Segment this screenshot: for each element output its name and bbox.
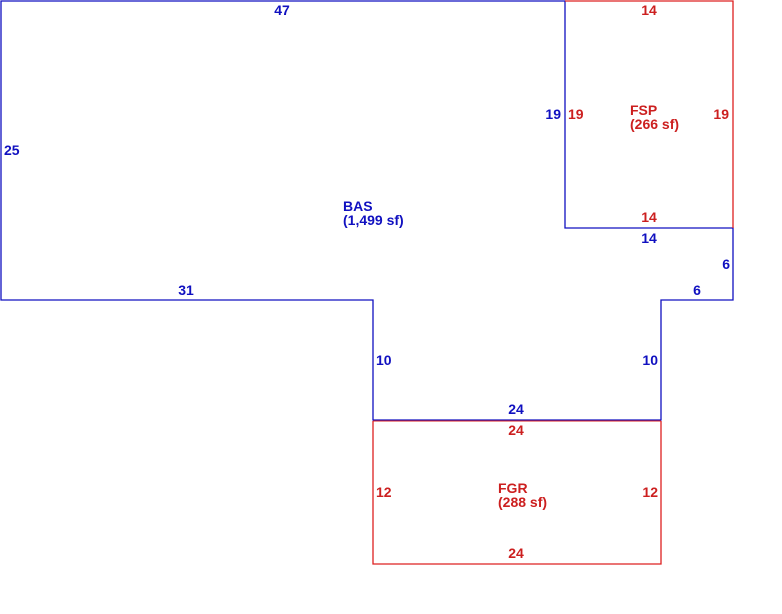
fgr-left-dimension: 12 bbox=[376, 484, 392, 500]
fgr-right-dimension: 12 bbox=[642, 484, 658, 500]
fsp-top-dimension: 14 bbox=[641, 2, 657, 18]
fsp-left-dimension: 19 bbox=[568, 106, 584, 122]
bas-step-vertical-dimension: 6 bbox=[722, 256, 730, 272]
bas-top-dimension: 47 bbox=[274, 2, 290, 18]
bas-bottom-mid-dimension: 24 bbox=[508, 401, 524, 417]
bas-notch-left-dimension: 10 bbox=[376, 352, 392, 368]
bas-step-horizontal-dimension: 6 bbox=[693, 282, 701, 298]
fgr-bottom-dimension: 24 bbox=[508, 545, 524, 561]
bas-area-size: (1,499 sf) bbox=[343, 212, 404, 228]
fsp-area-code: FSP bbox=[630, 102, 657, 118]
bas-notch-right-dimension: 10 bbox=[642, 352, 658, 368]
fgr-top-dimension: 24 bbox=[508, 422, 524, 438]
fgr-area-size: (288 sf) bbox=[498, 494, 547, 510]
bas-area-code: BAS bbox=[343, 198, 373, 214]
fsp-area-size: (266 sf) bbox=[630, 116, 679, 132]
fsp-right-dimension: 19 bbox=[713, 106, 729, 122]
fsp-bottom-dimension: 14 bbox=[641, 209, 657, 225]
bas-left-dimension: 25 bbox=[4, 142, 20, 158]
bas-outline bbox=[0, 0, 734, 421]
bas-bottom-left-dimension: 31 bbox=[178, 282, 194, 298]
bas-under-fsp-dimension: 14 bbox=[641, 230, 657, 246]
fsp-outline bbox=[565, 0, 734, 228]
fgr-area-code: FGR bbox=[498, 480, 528, 496]
bas-beside-fsp-dimension: 19 bbox=[545, 106, 561, 122]
fgr-outline bbox=[372, 421, 662, 565]
